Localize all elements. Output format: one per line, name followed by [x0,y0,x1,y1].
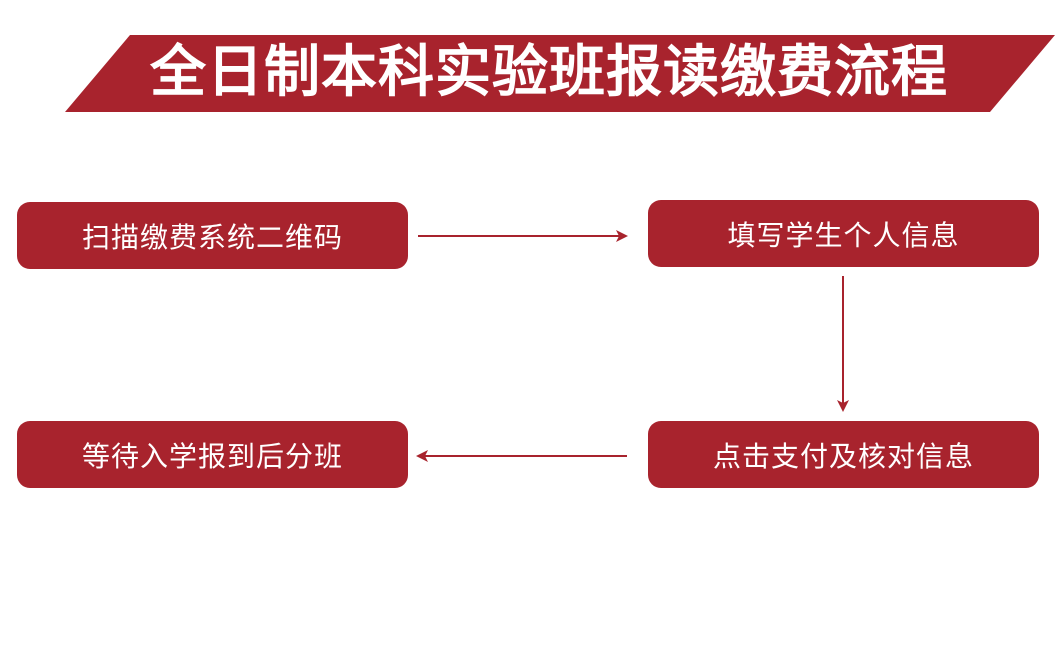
title-banner [65,35,1055,112]
page-title: 全日制本科实验班报读缴费流程 [150,39,948,105]
title-banner-shape [65,35,1055,112]
step-label: 扫描缴费系统二维码 [81,220,343,254]
step-pay-and-verify: 点击支付及核对信息 [648,421,1039,488]
step-scan-qr-code: 扫描缴费系统二维码 [17,202,408,269]
step-await-enrollment: 等待入学报到后分班 [17,421,408,488]
step-label: 点击支付及核对信息 [712,439,974,473]
step-label: 填写学生个人信息 [727,218,960,252]
step-fill-student-info: 填写学生个人信息 [648,200,1039,267]
step-label: 等待入学报到后分班 [81,439,343,473]
